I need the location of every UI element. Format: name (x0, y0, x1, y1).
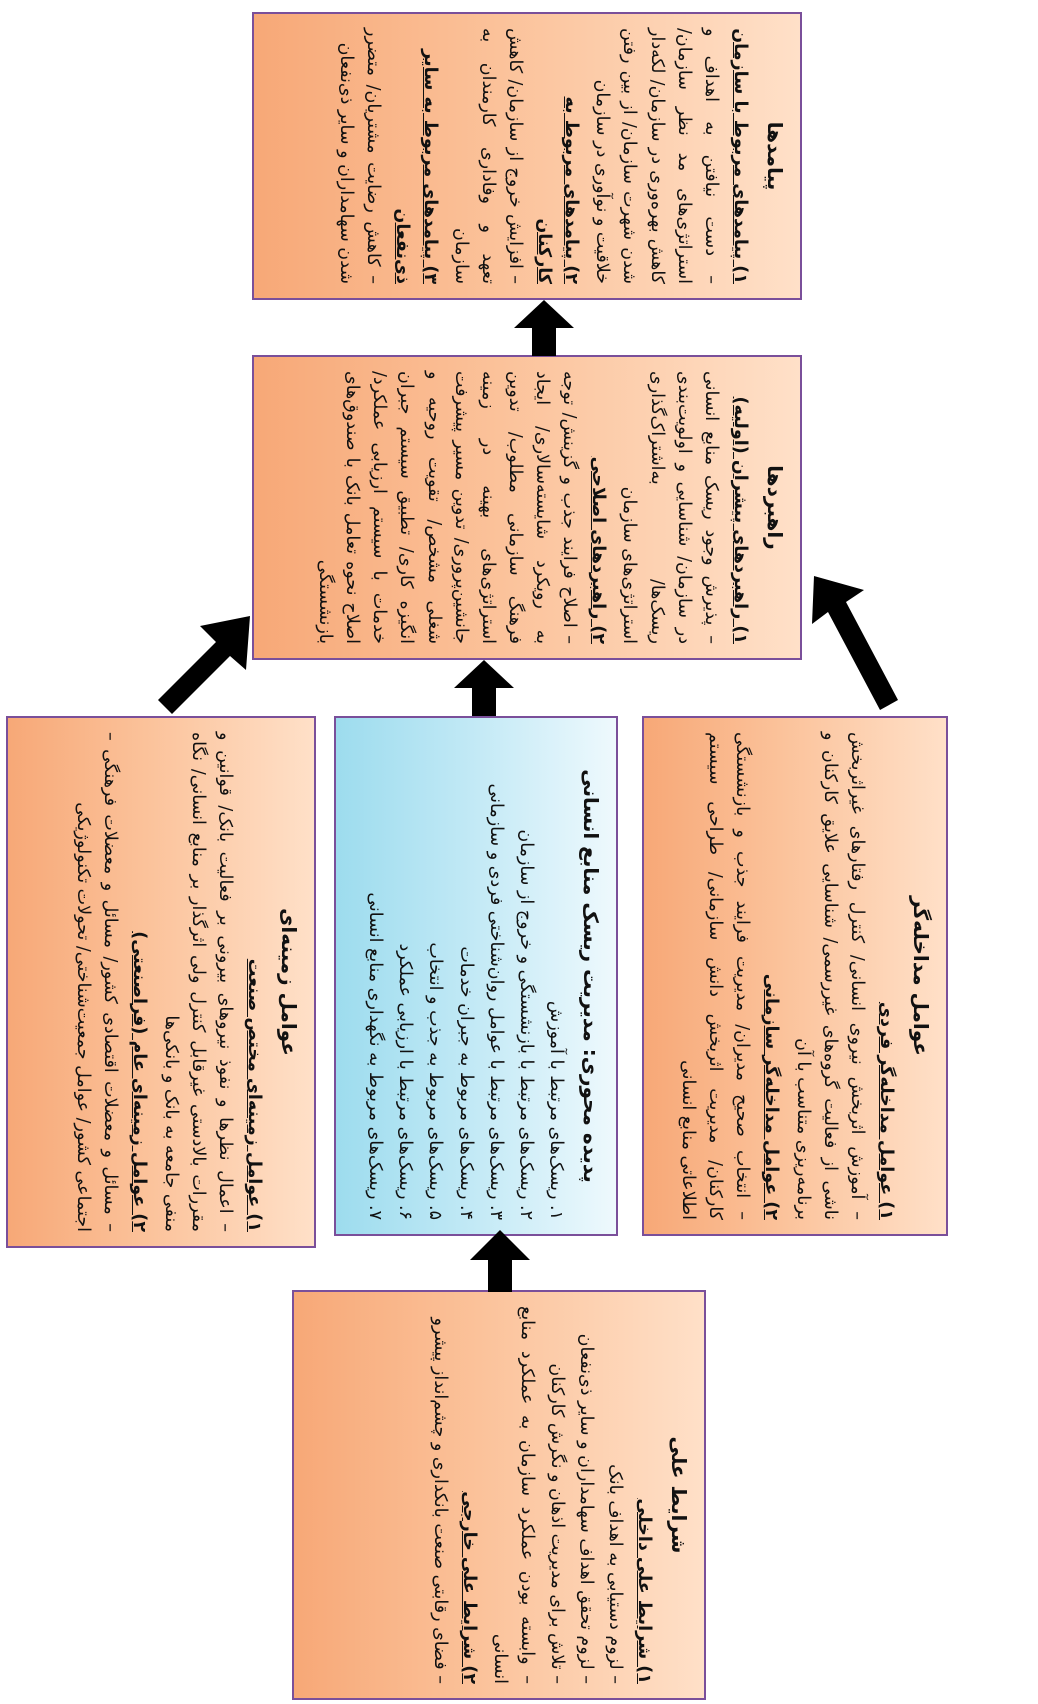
consequences-title: پیامدها (763, 121, 787, 191)
strategies-box: راهبردها ۱) راهبردهای پیشران (اولیه) – پ… (252, 355, 802, 660)
intervening-box: عوامل مداخله‌گر ۱) عوامل مداخله‌گر فردی … (642, 716, 948, 1236)
arrow-intervening-to-strategies (812, 576, 898, 710)
arrow-core-to-strategies (454, 660, 514, 716)
context-section-2: ۲) عوامل زمینه‌ای عام (فراصنعتی) (129, 931, 150, 1232)
causal-item: – فضای رقابتی صنعت بانکداری و چشم‌انداز … (430, 1317, 451, 1684)
causal-box: شرایط علی ۱) شرایط علی داخلی – لزوم دستی… (292, 1290, 706, 1700)
context-box: عوامل زمینه‌ای ۱) عوامل زمینه‌ای مختص صن… (6, 716, 316, 1248)
strategies-section-1: ۱) راهبردهای پیشران (اولیه) (730, 396, 750, 644)
consequences-section-3: ۳) پیامدهای مربوط به سایر ذی‌نفعان (392, 49, 440, 284)
context-item: – اعمال نظرها و نفوذ نیروهای بیرونی بر ف… (160, 732, 235, 1232)
context-title: عوامل زمینه‌ای (277, 908, 301, 1056)
causal-item: – تلاش برای مدیریت اذهان و نگرش کارکنان (546, 1363, 567, 1684)
core-item: ۴. ریسک‌های مربوط به جبران خدمات (455, 946, 476, 1220)
core-item: ۳. ریسک‌های مرتبط با عوامل روان‌شناختی ف… (485, 783, 506, 1220)
strategies-item: – اصلاح فرایند جذب و گزینش/ توجه به رویک… (315, 371, 580, 644)
core-phenomenon-title: پدیده محوری: مدیریت ریسک منابع انسانی (579, 769, 603, 1183)
intervening-section-2: ۲) عوامل مداخله‌گر سازمانی (761, 973, 782, 1220)
causal-section-1: ۱) شرایط علی داخلی (634, 1498, 654, 1684)
consequences-section-2: ۲) پیامدهای مربوط به کارکنان (534, 96, 582, 284)
core-item: ۱. ریسک‌های مرتبط با آموزش (546, 1000, 566, 1220)
causal-item: – وابسته بودن عملکرد سازمان به عملکرد من… (490, 1306, 538, 1684)
intervening-title: عوامل مداخله‌گر (909, 896, 933, 1056)
intervening-item: – انتخاب صحیح مدیران/ مدیریت فرایند جذب … (678, 732, 753, 1220)
arrow-context-to-strategies (158, 616, 250, 714)
strategies-item: – پذیرش وجود ریسک منابع انسانی در سازمان… (619, 371, 721, 644)
causal-section-2: ۲) شرایط علی خارجی (459, 1491, 480, 1684)
strategies-section-2: ۲) راهبردهای اصلاحی (588, 456, 609, 644)
intervening-item: – آموزش اثربخش نیروی انسانی/ کنترل رفتار… (792, 732, 867, 1220)
context-item: – مسائل و معضلات اقتصادی کشور/ مسائل و م… (73, 732, 121, 1232)
consequences-section-1: ۱) پیامدهای مربوط با سازمان (730, 28, 750, 284)
core-item: ۷. ریسک‌های مربوط به نگهداری منابع انسان… (365, 892, 386, 1220)
core-phenomenon-box: پدیده محوری: مدیریت ریسک منابع انسانی ۱.… (334, 716, 618, 1236)
consequences-item: – دست نیافتن به اهداف و استراتژی‌های مد … (592, 28, 721, 284)
context-section-1: ۱) عوامل زمینه‌ای مختص صنعت (244, 958, 264, 1232)
consequences-item: – افزایش خروج از سازمان/ کاهش تعهد و وفا… (450, 28, 525, 284)
causal-item: – لزوم تحقق اهداف سهامداران و سایر ذی‌نف… (575, 1333, 596, 1684)
core-item: ۲. ریسک‌های مرتبط با بازنشستگی و خروج از… (515, 829, 536, 1220)
core-item: ۵. ریسک‌های مربوط به جذب و انتخاب (425, 942, 446, 1220)
core-item: ۶. ریسک‌های مرتبط با ارزیابی عملکرد (395, 943, 416, 1220)
causal-title: شرایط علی (667, 1436, 691, 1554)
consequences-box: پیامدها ۱) پیامدهای مربوط با سازمان – دس… (252, 12, 802, 300)
causal-item: – لزوم دستیابی به اهداف بانک (604, 1464, 625, 1684)
arrow-causal-to-core (470, 1230, 530, 1292)
arrow-strategies-to-consequences (514, 300, 574, 356)
intervening-section-1: ۱) عوامل مداخله‌گر فردی (876, 1001, 896, 1220)
consequences-item: – کاهش رضایت مشتریان/ متضرر شدن سهامدارا… (336, 28, 384, 284)
strategies-title: راهبردها (763, 465, 787, 550)
